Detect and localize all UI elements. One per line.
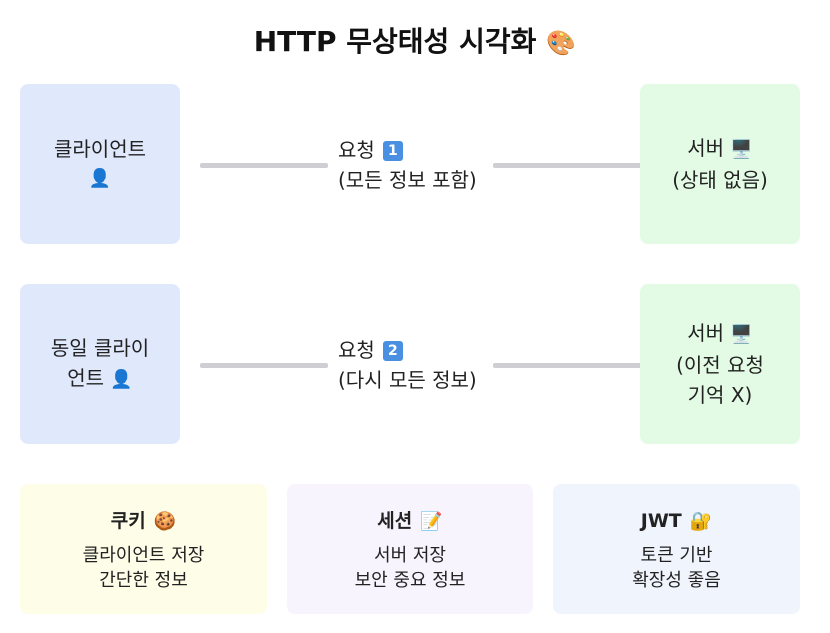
request-label-1: 요청 1 (모든 정보 포함) xyxy=(338,135,488,195)
cookie-icon: 🍪 xyxy=(153,510,177,532)
server-box: 서버 🖥️ (상태 없음) xyxy=(640,84,800,244)
server-state: 기억 X) xyxy=(687,383,753,407)
number-badge: 2 xyxy=(382,341,403,361)
number-badge: 1 xyxy=(382,141,403,161)
connector-line xyxy=(493,363,660,368)
connector-line xyxy=(200,163,328,168)
request-text: 요청 xyxy=(338,338,375,362)
card-title: 세션 xyxy=(377,509,413,532)
card-line: 토큰 기반 xyxy=(640,544,713,566)
connector-line xyxy=(200,363,328,368)
jwt-card: JWT 🔐 토큰 기반 확장성 좋음 xyxy=(553,484,800,614)
server-label: 서버 xyxy=(687,136,725,160)
card-line: 간단한 정보 xyxy=(99,569,188,591)
card-title: JWT xyxy=(640,509,682,532)
user-icon: 👤 xyxy=(110,369,133,390)
computer-icon: 🖥️ xyxy=(730,324,753,345)
user-icon: 👤 xyxy=(88,168,112,189)
card-line: 확장성 좋음 xyxy=(632,569,721,591)
session-card: 세션 📝 서버 저장 보안 중요 정보 xyxy=(287,484,533,614)
client-label: 클라이언트 xyxy=(54,137,146,161)
client-label: 동일 클라이 xyxy=(50,336,150,360)
palette-icon: 🎨 xyxy=(546,29,577,57)
server-state: (이전 요청 xyxy=(676,353,764,377)
client-label: 언트 xyxy=(67,366,105,390)
server-box: 서버 🖥️ (이전 요청 기억 X) xyxy=(640,284,800,444)
request-text: 요청 xyxy=(338,138,375,162)
client-box: 클라이언트 👤 xyxy=(20,84,180,244)
card-line: 클라이언트 저장 xyxy=(82,544,205,566)
lock-icon: 🔐 xyxy=(689,510,713,532)
server-state: (상태 없음) xyxy=(672,168,768,192)
request-detail: (모든 정보 포함) xyxy=(338,168,477,192)
client-box: 동일 클라이 언트 👤 xyxy=(20,284,180,444)
memo-icon: 📝 xyxy=(420,510,443,532)
computer-icon: 🖥️ xyxy=(730,139,753,160)
request-label-2: 요청 2 (다시 모든 정보) xyxy=(338,335,488,395)
request-detail: (다시 모든 정보) xyxy=(338,368,477,392)
card-line: 보안 중요 정보 xyxy=(354,569,466,591)
title-text: HTTP 무상태성 시각화 xyxy=(253,25,537,58)
card-title: 쿠키 xyxy=(110,509,146,532)
card-line: 서버 저장 xyxy=(374,544,446,566)
cookie-card: 쿠키 🍪 클라이언트 저장 간단한 정보 xyxy=(20,484,267,614)
server-label: 서버 xyxy=(687,321,725,345)
page-title: HTTP 무상태성 시각화 🎨 xyxy=(0,20,830,60)
connector-line xyxy=(493,163,660,168)
